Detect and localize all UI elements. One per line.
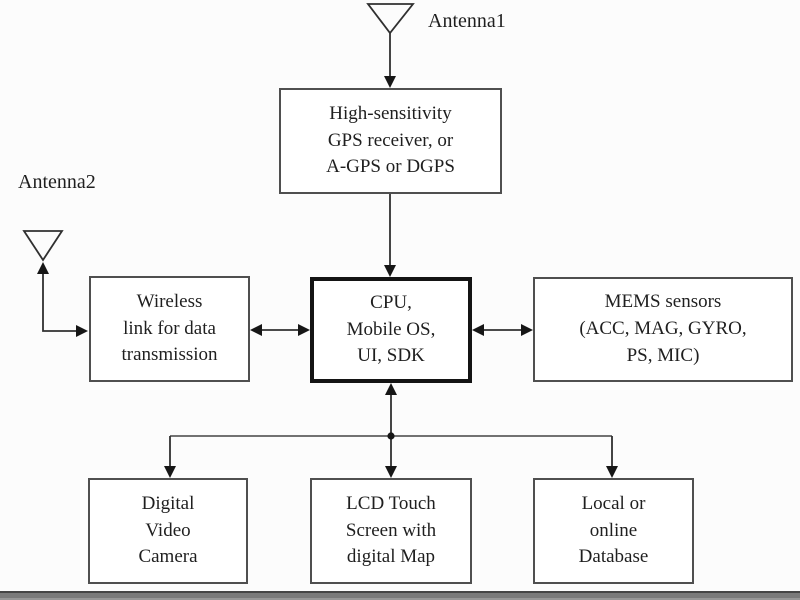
arrowhead-into-gps <box>384 76 396 88</box>
node-digital-video-camera-label: Digital Video Camera <box>138 492 198 568</box>
arrowhead-into-cpu-top <box>384 265 396 277</box>
node-gps-receiver: High-sensitivity GPS receiver, or A-GPS … <box>279 88 502 194</box>
arrowhead-into-camera <box>164 466 176 478</box>
arrowhead-into-cpu-left <box>298 324 310 336</box>
antenna2-icon <box>22 230 64 262</box>
bottom-window-edge <box>0 591 800 600</box>
antenna1-icon <box>366 3 415 35</box>
node-local-online-database-label: Local or online Database <box>578 492 649 568</box>
antenna1-label: Antenna1 <box>428 10 506 32</box>
node-mems-sensors-label: MEMS sensors (ACC, MAG, GYRO, PS, MIC) <box>579 291 747 366</box>
arrowhead-into-wireless-right <box>250 324 262 336</box>
arrowhead-into-wireless-left <box>76 325 88 337</box>
node-lcd-touch-screen-label: LCD Touch Screen with digital Map <box>345 492 437 568</box>
arrowhead-into-database <box>606 466 618 478</box>
node-mems-sensors: MEMS sensors (ACC, MAG, GYRO, PS, MIC) <box>533 277 793 382</box>
node-local-online-database: Local or online Database <box>533 478 694 584</box>
arrowhead-into-antenna2 <box>37 262 49 274</box>
node-cpu: CPU, Mobile OS, UI, SDK <box>310 277 472 383</box>
node-cpu-label: CPU, Mobile OS, UI, SDK <box>346 291 436 367</box>
node-digital-video-camera: Digital Video Camera <box>88 478 248 584</box>
branch-junction-dot <box>387 432 395 440</box>
connector-antenna2-wireless <box>42 272 78 332</box>
node-gps-receiver-label: High-sensitivity GPS receiver, or A-GPS … <box>326 102 455 178</box>
node-lcd-touch-screen: LCD Touch Screen with digital Map <box>310 478 472 584</box>
arrowhead-into-mems <box>521 324 533 336</box>
arrowhead-into-lcd <box>385 466 397 478</box>
node-wireless-link: Wireless link for data transmission <box>89 276 250 382</box>
arrowhead-into-cpu-right <box>472 324 484 336</box>
node-wireless-link-label: Wireless link for data transmission <box>121 290 218 366</box>
arrowhead-into-cpu-bottom <box>385 383 397 395</box>
antenna2-label: Antenna2 <box>18 171 96 193</box>
